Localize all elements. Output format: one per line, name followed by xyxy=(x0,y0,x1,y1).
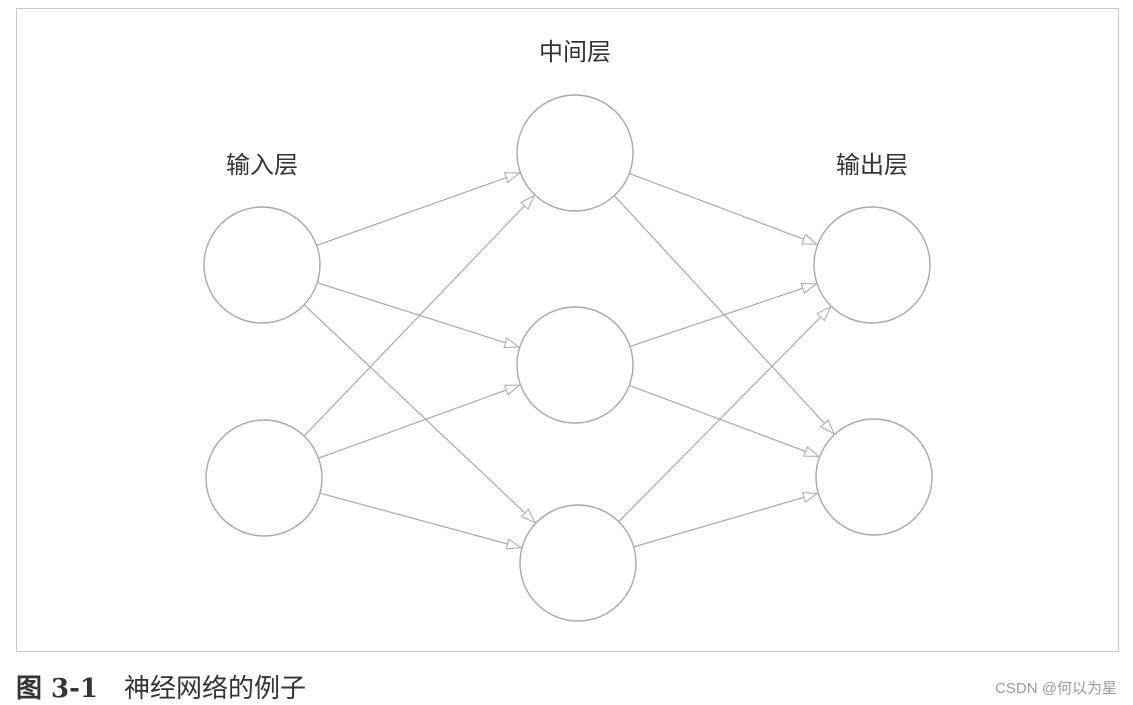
input-layer-label: 输入层 xyxy=(226,151,298,179)
output-node-2 xyxy=(815,418,933,536)
connection-hidden-3-to-output-2 xyxy=(633,493,818,548)
figure-title: 神经网络的例子 xyxy=(124,674,307,704)
connection-hidden-3-to-output-1 xyxy=(618,307,831,523)
nodes xyxy=(203,94,933,622)
connection-hidden-2-to-output-1 xyxy=(629,284,816,348)
input-node-2 xyxy=(205,419,323,537)
connection-hidden-2-to-output-2 xyxy=(629,384,818,457)
figure-number: 图 3-1 xyxy=(16,674,99,704)
connection-input-2-to-hidden-3 xyxy=(319,492,521,547)
input-node-1 xyxy=(203,206,321,324)
connection-input-1-to-hidden-2 xyxy=(317,282,519,347)
connection-hidden-1-to-output-1 xyxy=(629,172,817,245)
connections xyxy=(303,172,834,548)
watermark: CSDN @何以为星 xyxy=(995,680,1117,697)
output-layer-label: 输出层 xyxy=(836,151,908,179)
connection-input-1-to-hidden-3 xyxy=(303,304,535,523)
hidden-node-3 xyxy=(519,504,637,622)
figure-caption: 图 3-1 神经网络的例子 xyxy=(16,668,306,705)
connection-input-2-to-hidden-1 xyxy=(303,196,534,437)
output-node-1 xyxy=(813,206,931,324)
connection-input-2-to-hidden-2 xyxy=(318,384,520,459)
connection-input-1-to-hidden-1 xyxy=(316,172,520,247)
hidden-node-1 xyxy=(516,94,634,212)
hidden-layer-label: 中间层 xyxy=(539,38,611,66)
hidden-node-2 xyxy=(516,306,634,424)
